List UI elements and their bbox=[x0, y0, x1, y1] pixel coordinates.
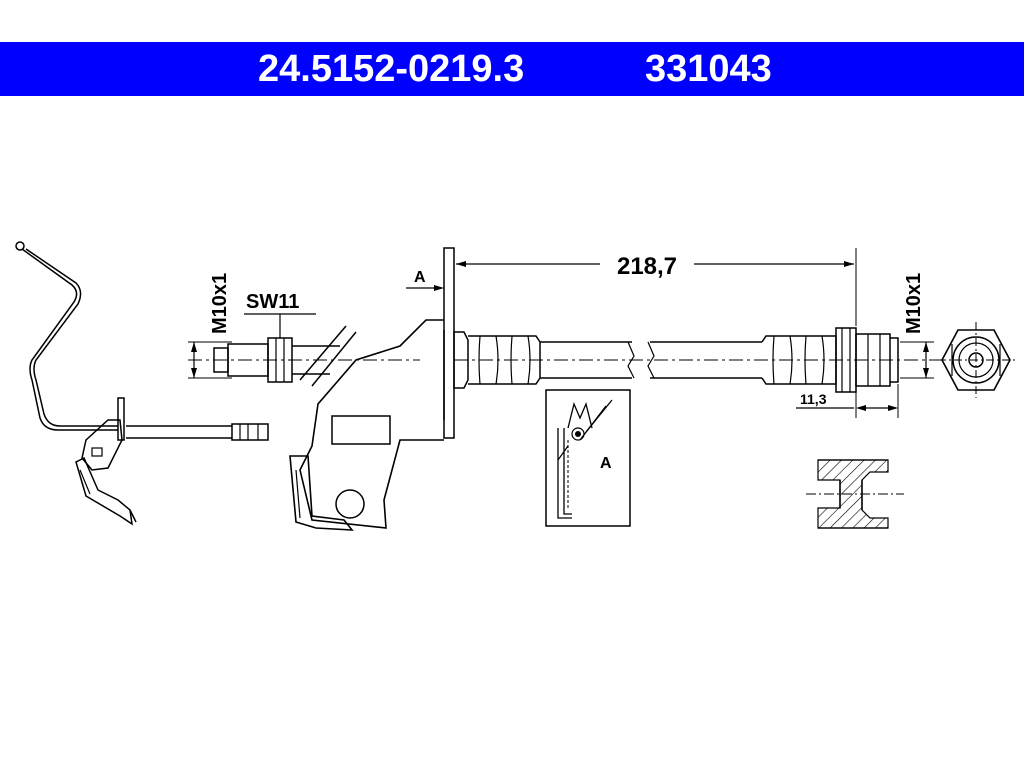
brake-hose-body bbox=[453, 327, 940, 393]
part-number: 24.5152-0219.3 bbox=[258, 48, 525, 90]
thread-dimension-left bbox=[188, 341, 232, 379]
left-fitting bbox=[188, 325, 420, 387]
thread-label-left: M10x1 bbox=[209, 273, 231, 334]
reference-number: 331043 bbox=[645, 48, 772, 90]
title-bar bbox=[0, 42, 1024, 96]
mounting-bracket bbox=[289, 247, 455, 531]
length-dimension bbox=[453, 248, 857, 330]
wrench-size-label: SW11 bbox=[246, 291, 299, 313]
length-label: 218,7 bbox=[617, 253, 677, 280]
thread-label-right: M10x1 bbox=[903, 273, 925, 334]
section-view bbox=[806, 459, 904, 529]
detail-a-inset-label: A bbox=[600, 455, 612, 472]
detail-a-label: A bbox=[414, 269, 426, 286]
end-view bbox=[938, 322, 1016, 398]
thread-dimension-right bbox=[900, 341, 934, 379]
detail-a-inset bbox=[545, 389, 631, 527]
overview-assembly bbox=[15, 241, 269, 526]
fitting-length-label: 11,3 bbox=[800, 391, 827, 407]
fitting-length-dimension bbox=[796, 384, 899, 418]
